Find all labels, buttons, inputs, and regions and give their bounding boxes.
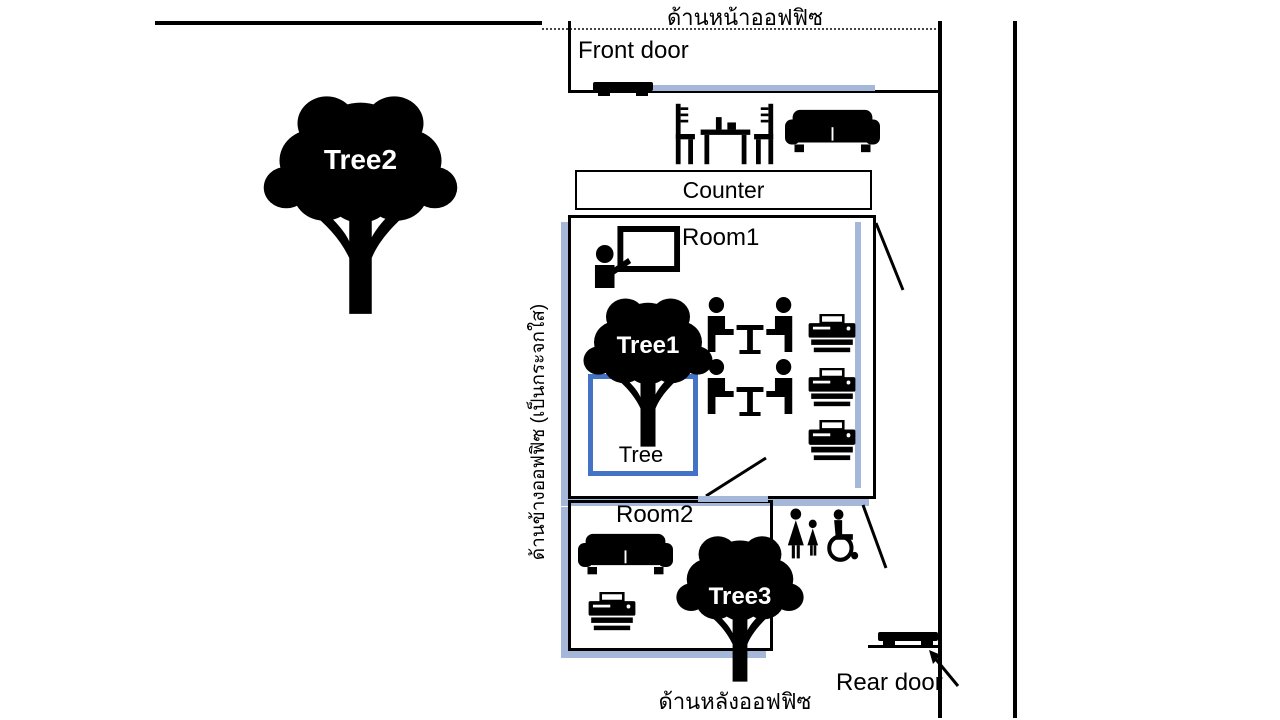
counter: Counter	[575, 170, 872, 210]
tree-icon	[248, 84, 473, 316]
dining-table-icon	[675, 103, 774, 165]
tree3-group: Tree3	[666, 528, 814, 683]
presenter-board-icon	[594, 226, 681, 288]
printer-icon	[806, 314, 858, 354]
room2-glass-strip	[698, 496, 768, 502]
building-left-wall-top	[568, 21, 571, 93]
sofa-icon	[785, 108, 880, 156]
side-glass-label: ด้านข้างออฟฟิซ (เป็นกระจกใส)	[528, 303, 549, 561]
back-side-label: ด้านหลังออฟฟิซ	[658, 689, 812, 714]
tree-icon	[573, 290, 723, 448]
room1-door-swing	[874, 222, 905, 291]
meeting-table-icon	[702, 296, 798, 356]
tree3-label: Tree3	[708, 583, 772, 610]
front-interior-wall	[568, 90, 941, 93]
room2-door-swing	[705, 456, 767, 498]
sofa-icon	[578, 532, 673, 578]
rear-door-icon	[877, 629, 939, 647]
printer-icon	[806, 420, 858, 462]
room1-glass-wall	[855, 222, 861, 488]
restroom-door-swing	[861, 504, 888, 569]
restroom-family-icon	[787, 508, 859, 562]
front-boundary-dotted-line	[542, 28, 940, 30]
front-side-label: ด้านหน้าออฟฟิซ	[666, 5, 824, 30]
front-wall-left-segment	[155, 21, 542, 25]
tree1-group: Tree1	[573, 290, 723, 448]
printer-icon	[806, 368, 858, 408]
tree2-label: Tree2	[323, 144, 398, 175]
tree1-label: Tree1	[616, 332, 680, 359]
tree-box-label: Tree	[618, 442, 664, 467]
front-door-label: Front door	[578, 37, 689, 64]
rear-door-arrow-icon	[929, 650, 960, 687]
front-glass-strip	[600, 85, 875, 91]
rear-door-label: Rear door	[836, 669, 943, 696]
printer-icon	[586, 592, 638, 632]
room2-label: Room2	[616, 501, 694, 528]
front-door-icon	[592, 79, 654, 97]
room1-label: Room1	[682, 224, 760, 251]
tree2-group: Tree2	[248, 84, 473, 316]
counter-label: Counter	[682, 176, 765, 203]
rear-wall-segment	[868, 645, 940, 648]
right-wall-inner	[938, 21, 942, 718]
right-wall-outer	[1013, 21, 1017, 718]
meeting-table-icon	[702, 358, 798, 418]
